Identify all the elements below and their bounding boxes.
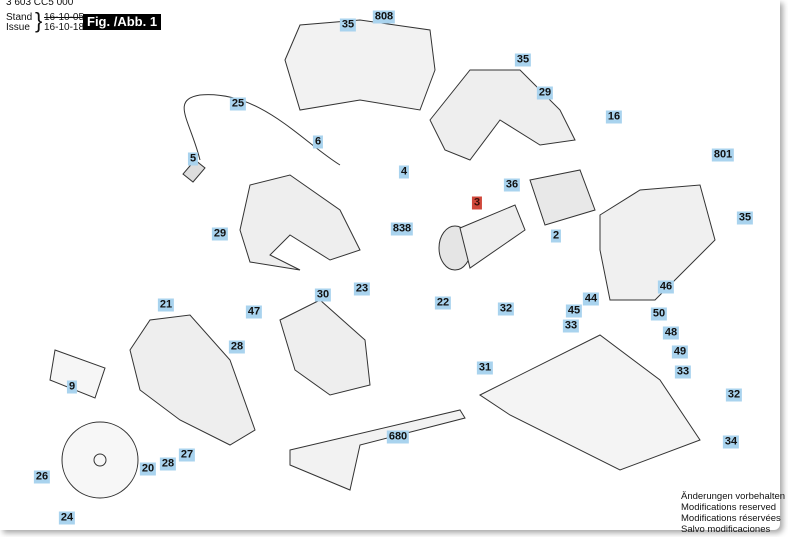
part-label-22: 22 (434, 296, 452, 310)
part-label-31: 31 (476, 361, 494, 375)
issue-label: Issue (6, 22, 30, 33)
part-label-801: 801 (711, 148, 735, 162)
part-label-16: 16 (605, 110, 623, 124)
note-de: Änderungen vorbehalten (681, 491, 786, 502)
part-label-35: 35 (339, 18, 357, 32)
document-number: 3 603 CC5 000 (6, 0, 74, 8)
part-label-2: 2 (550, 229, 562, 243)
part-label-6: 6 (312, 135, 324, 149)
part-label-27: 27 (178, 448, 196, 462)
handle-29-right (429, 69, 576, 161)
saw-blade (61, 421, 139, 499)
cable-5 (182, 94, 341, 183)
part-label-35: 35 (736, 211, 754, 225)
note-en: Modifications reserved (681, 502, 777, 513)
motor-housing-808 (284, 19, 436, 111)
blade-guard-21 (129, 314, 256, 446)
part-label-21: 21 (157, 298, 175, 312)
part-label-32: 32 (497, 302, 515, 316)
part-label-46: 46 (657, 280, 675, 294)
note-fr: Modifications réservées (681, 513, 781, 524)
brace: } (35, 8, 43, 33)
part-label-49: 49 (671, 345, 689, 359)
part-label-9: 9 (66, 380, 78, 394)
part-label-47: 47 (245, 305, 263, 319)
part-label-45: 45 (565, 304, 583, 318)
motor-cover-801 (599, 184, 716, 301)
leaf-label-9 (49, 349, 106, 399)
part-label-33: 33 (562, 319, 580, 333)
part-label-35: 35 (514, 53, 532, 67)
part-label-30: 30 (314, 288, 332, 302)
issue-date: 16-10-18 (44, 22, 85, 33)
part-label-24: 24 (58, 511, 76, 525)
part-label-808: 808 (372, 10, 396, 24)
part-label-23: 23 (353, 282, 371, 296)
part-label-25: 25 (229, 97, 247, 111)
stand-label: Stand (6, 12, 33, 23)
part-label-29: 29 (536, 86, 554, 100)
part-label-50: 50 (650, 307, 668, 321)
part-label-26: 26 (33, 470, 51, 484)
part-label-5: 5 (187, 152, 199, 166)
rip-fence-680 (289, 409, 466, 491)
part-label-4: 4 (398, 165, 410, 179)
old-date: 16-10-05 (44, 12, 85, 23)
base-plate-31 (479, 334, 701, 471)
part-label-28: 28 (228, 340, 246, 354)
part-label-3: 3 (471, 196, 483, 210)
part-label-29: 29 (211, 227, 229, 241)
part-label-36: 36 (503, 178, 521, 192)
handle-29-left (239, 174, 361, 271)
part-label-28: 28 (159, 457, 177, 471)
lower-guard-30 (279, 299, 371, 396)
part-label-48: 48 (662, 326, 680, 340)
part-label-33: 33 (674, 365, 692, 379)
part-label-838: 838 (390, 222, 414, 236)
note-es: Salvo modificaciones (681, 524, 771, 535)
part-label-44: 44 (582, 292, 600, 306)
part-label-34: 34 (722, 435, 740, 449)
armature-3 (438, 204, 526, 271)
field-2 (529, 169, 596, 226)
part-label-32: 32 (725, 388, 743, 402)
part-label-20: 20 (139, 462, 157, 476)
figure-title: Fig. /Abb. 1 (83, 14, 162, 30)
part-label-680: 680 (386, 430, 410, 444)
